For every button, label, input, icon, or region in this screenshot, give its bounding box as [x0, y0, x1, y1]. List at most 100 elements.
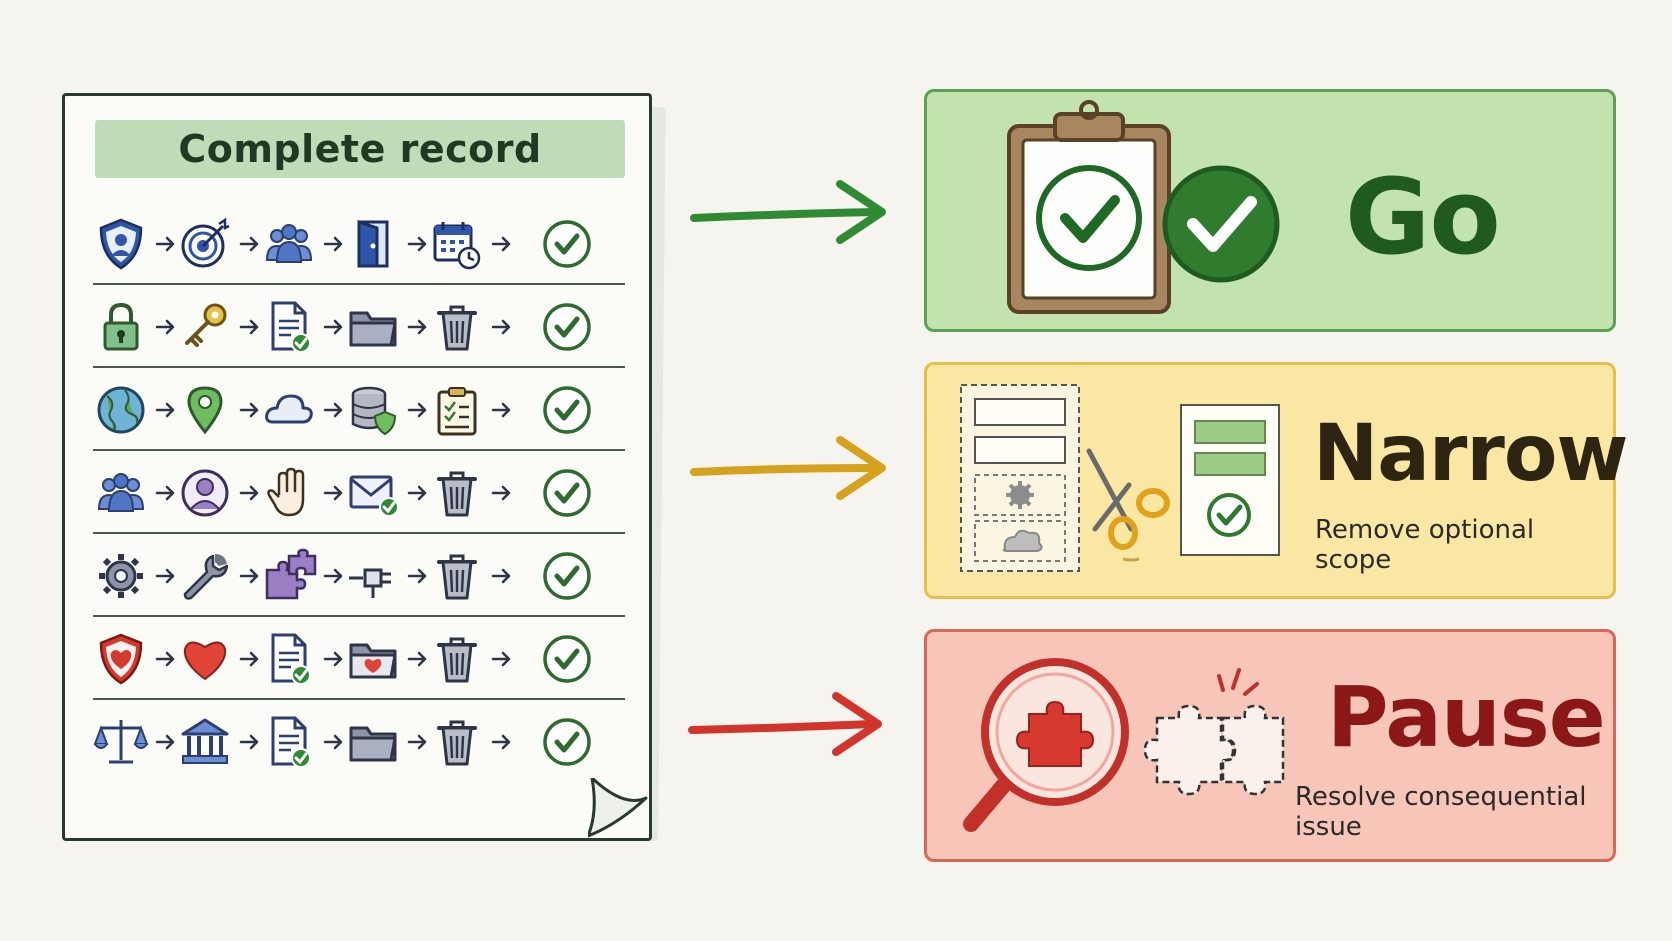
arrow-right-icon [323, 402, 343, 418]
raised-hand-icon [267, 467, 305, 517]
folder-heart-icon [349, 643, 397, 679]
arrow-right-icon [491, 485, 511, 501]
record-row [93, 368, 633, 454]
row-divider [93, 615, 625, 617]
pause-title: Pause [1327, 668, 1606, 766]
arrow-right-icon [239, 402, 259, 418]
row-divider [93, 698, 625, 700]
trash-icon [437, 305, 477, 351]
arrow-to-narrow [690, 436, 886, 500]
arrow-right-icon [239, 319, 259, 335]
arrow-right-icon [155, 734, 175, 750]
check-icon [543, 386, 591, 434]
document-check-icon [271, 716, 311, 768]
narrow-subtitle: Remove optional scope [1315, 515, 1535, 575]
arrow-right-icon [239, 485, 259, 501]
shield-user-icon [99, 218, 143, 270]
check-icon [543, 303, 591, 351]
row-divider [93, 532, 625, 534]
gear-icon [99, 554, 143, 598]
arrow-right-icon [323, 734, 343, 750]
arrow-right-icon [155, 402, 175, 418]
record-title: Complete record [95, 120, 625, 178]
arrow-right-icon [491, 319, 511, 335]
trash-icon [437, 471, 477, 517]
puzzle-pieces-icon [1143, 668, 1285, 796]
arrow-right-icon [323, 651, 343, 667]
arrow-to-pause [688, 692, 882, 756]
check-icon [543, 552, 591, 600]
gear-icon [1006, 481, 1034, 509]
record-row [93, 617, 633, 703]
arrow-right-icon [323, 485, 343, 501]
row-divider [93, 366, 625, 368]
record-row [93, 451, 633, 537]
cloud-icon [1002, 529, 1043, 552]
arrow-right-icon [323, 568, 343, 584]
arrow-right-icon [491, 236, 511, 252]
record-row [93, 285, 633, 371]
magnifier-puzzle-icon [963, 658, 1129, 832]
user-avatar-icon [181, 469, 229, 517]
page-curl-icon [588, 778, 648, 838]
go-panel: Go [924, 89, 1616, 332]
arrow-right-icon [491, 651, 511, 667]
puzzle-icon [265, 548, 317, 600]
arrow-right-icon [407, 236, 427, 252]
arrow-right-icon [155, 236, 175, 252]
record-sheet: Complete record [62, 93, 652, 841]
map-pin-icon [187, 386, 223, 435]
database-shield-icon [351, 386, 397, 436]
people-group-icon [97, 473, 145, 512]
trimmed-list-icon [1180, 404, 1280, 556]
shield-heart-icon [99, 633, 143, 685]
scissors-icon [1086, 448, 1170, 562]
narrow-title: Narrow [1313, 409, 1628, 499]
pause-panel: Pause Resolve consequential issue [924, 629, 1616, 862]
arrow-right-icon [155, 651, 175, 667]
document-check-icon [271, 301, 311, 353]
arrow-right-icon [407, 568, 427, 584]
arrow-right-icon [155, 568, 175, 584]
globe-icon [97, 386, 145, 434]
cloud-icon [265, 394, 313, 424]
envelope-check-icon [349, 475, 399, 517]
arrow-right-icon [407, 734, 427, 750]
pause-subtitle: Resolve consequential issue [1295, 782, 1587, 842]
arrow-right-icon [239, 236, 259, 252]
row-divider [93, 283, 625, 285]
folder-icon [349, 726, 397, 762]
go-title: Go [1345, 156, 1501, 278]
people-group-icon [265, 224, 313, 263]
arrow-right-icon [239, 568, 259, 584]
clipboard-list-icon [437, 387, 477, 436]
row-divider [93, 449, 625, 451]
scope-list-icon [960, 384, 1080, 572]
arrow-right-icon [407, 485, 427, 501]
trash-icon [437, 637, 477, 683]
clipboard-check-icon [1007, 100, 1171, 314]
record-row [93, 202, 633, 288]
trash-icon [437, 720, 477, 766]
door-icon [357, 219, 389, 268]
check-icon [543, 220, 591, 268]
arrow-right-icon [491, 734, 511, 750]
arrow-right-icon [491, 402, 511, 418]
trash-icon [437, 554, 477, 600]
arrow-right-icon [239, 734, 259, 750]
heart-icon [183, 641, 227, 681]
folder-icon [349, 311, 397, 347]
arrow-right-icon [323, 236, 343, 252]
arrow-right-icon [407, 651, 427, 667]
arrow-right-icon [407, 319, 427, 335]
arrow-right-icon [155, 319, 175, 335]
check-icon [543, 469, 591, 517]
key-icon [185, 303, 227, 347]
arrow-right-icon [239, 651, 259, 667]
scales-icon [93, 720, 149, 764]
target-icon [181, 217, 230, 268]
arrow-to-go [690, 180, 886, 244]
plug-icon [349, 568, 391, 598]
check-badge-icon [1162, 165, 1280, 283]
arrow-right-icon [155, 485, 175, 501]
